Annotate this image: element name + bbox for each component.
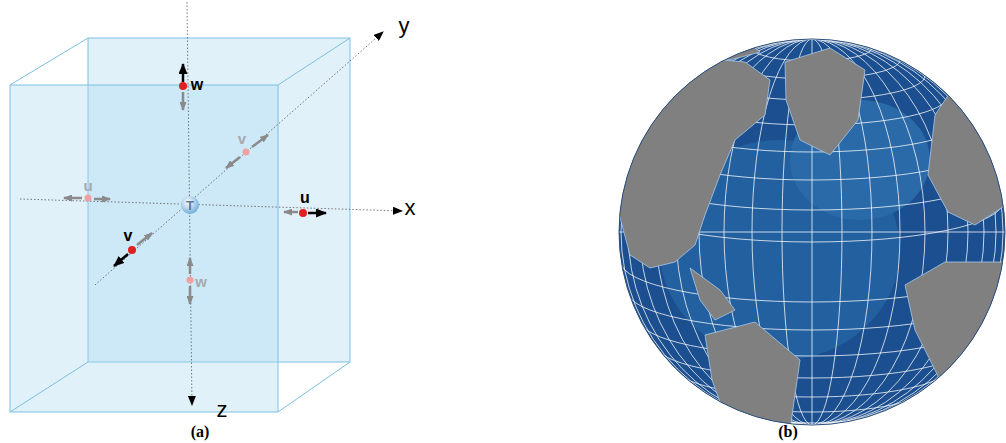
panel-label: (b) bbox=[778, 424, 798, 440]
axis-label: z bbox=[217, 399, 228, 421]
velocity-label: v bbox=[238, 131, 246, 146]
axis-label: x bbox=[405, 197, 416, 219]
tracer-point bbox=[181, 196, 199, 214]
velocity-label: u bbox=[300, 190, 310, 206]
tracer-label: T bbox=[186, 199, 194, 212]
panel-label: (a) bbox=[191, 424, 210, 440]
grid-cell-cube bbox=[10, 38, 350, 412]
velocity-label: u bbox=[83, 178, 92, 193]
axes bbox=[20, 2, 402, 405]
velocity-label: w bbox=[195, 274, 207, 289]
velocity-label: w bbox=[191, 77, 203, 93]
axis-label: y bbox=[399, 15, 410, 37]
cubed-sphere-globe bbox=[615, 36, 1006, 430]
velocity-label: v bbox=[124, 228, 133, 244]
velocity-points bbox=[64, 64, 326, 304]
